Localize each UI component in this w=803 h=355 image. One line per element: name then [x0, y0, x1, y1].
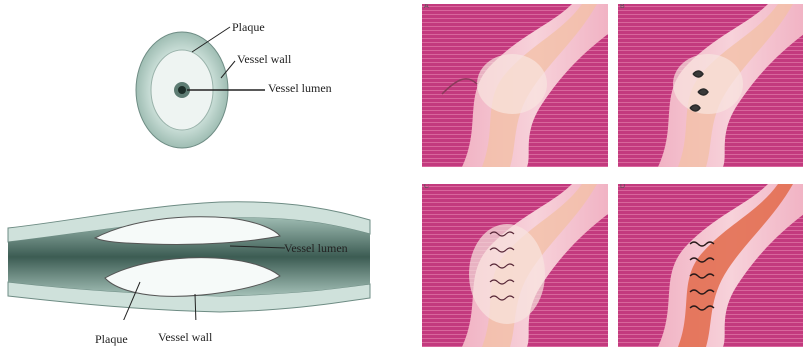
panel-d: D: [618, 184, 803, 347]
long-plaque-label: Plaque: [95, 332, 128, 347]
panel-b: B: [618, 4, 803, 167]
plaque-label: Plaque: [232, 20, 265, 35]
long-vessel-wall-label: Vessel wall: [158, 330, 212, 345]
panel-c-illustration: [422, 184, 608, 347]
panel-d-illustration: [618, 184, 803, 347]
panel-a: A: [422, 4, 608, 167]
panel-c: C: [422, 184, 608, 347]
panel-a-letter: A: [424, 4, 429, 10]
lumen-core: [178, 86, 186, 94]
long-vessel-lumen-label: Vessel lumen: [284, 241, 348, 256]
panel-d-letter: D: [620, 184, 625, 190]
panel-b-letter: B: [620, 4, 625, 10]
panel-b-illustration: [618, 4, 803, 167]
vessel-lumen-label: Vessel lumen: [268, 81, 332, 96]
panel-c-letter: C: [424, 184, 429, 190]
panel-a-illustration: [422, 4, 608, 167]
vessel-wall-label: Vessel wall: [237, 52, 291, 67]
